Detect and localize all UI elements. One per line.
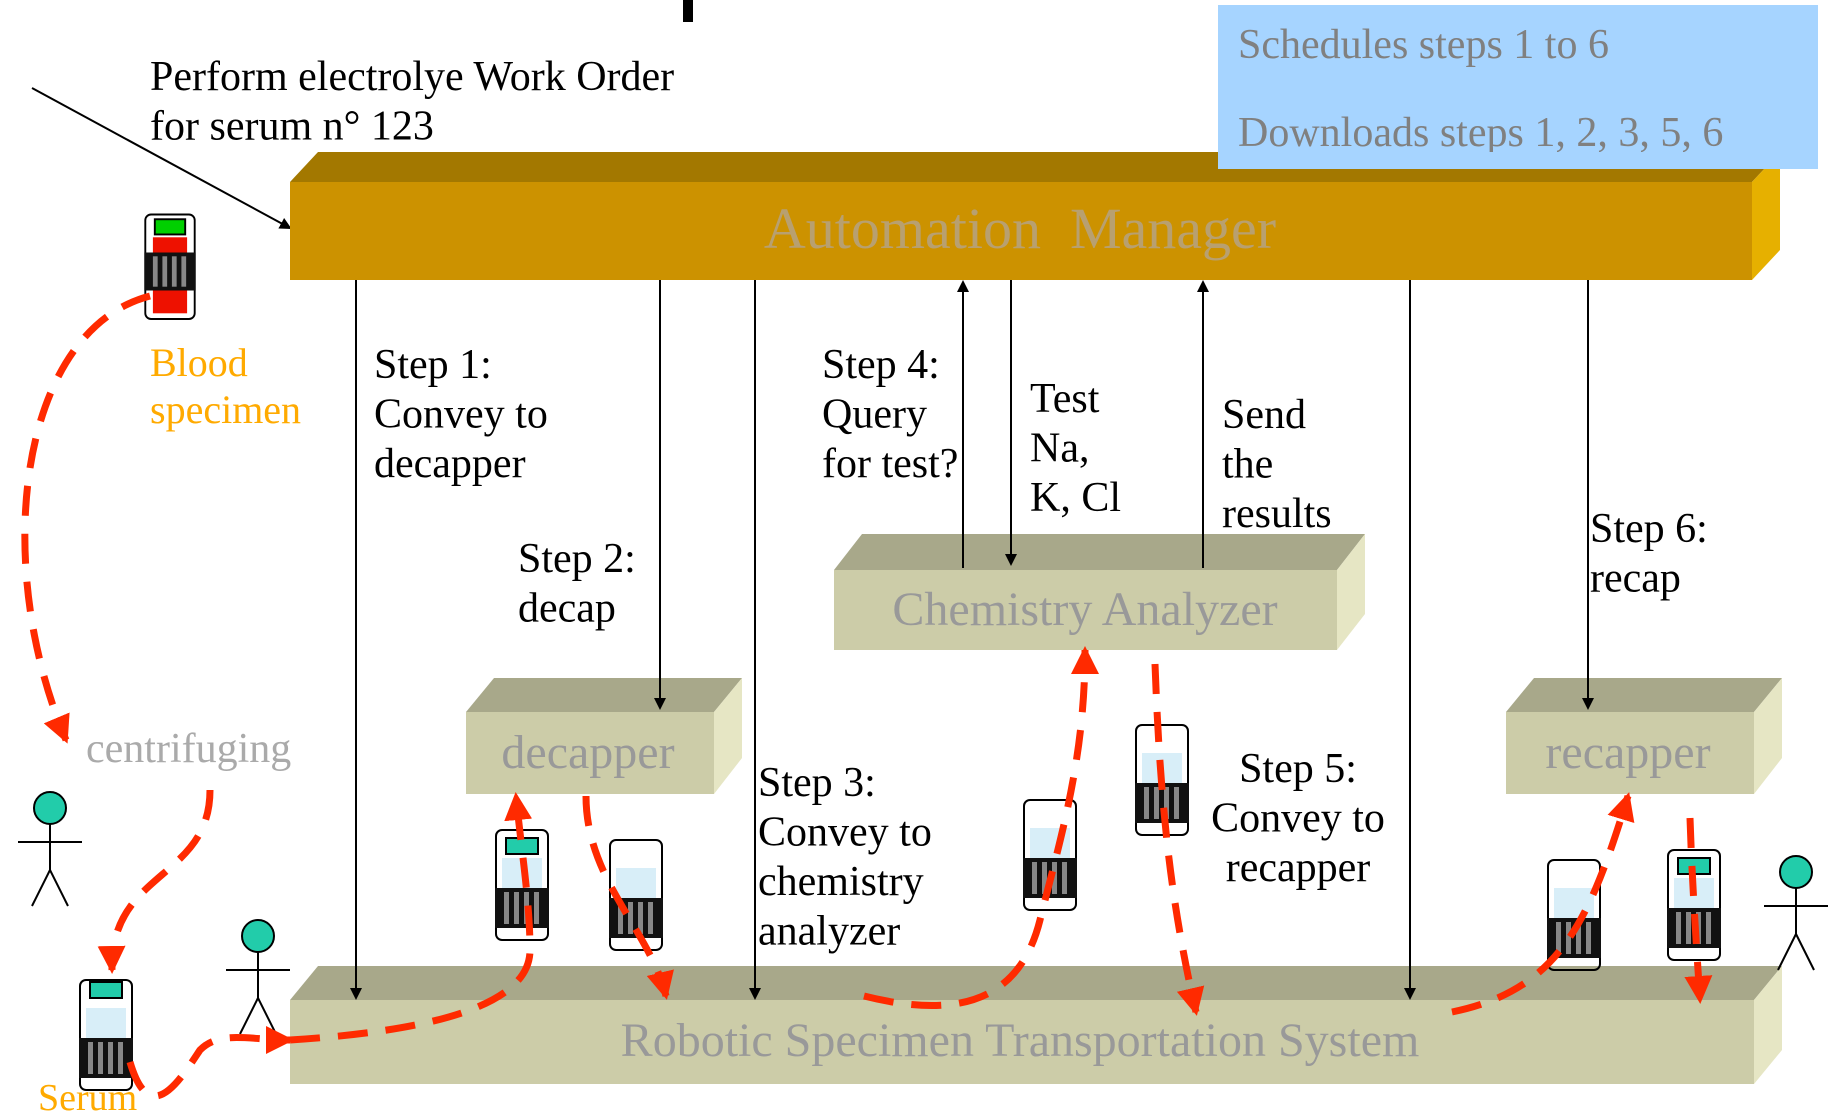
chemistry-analyzer: Chemistry Analyzer <box>834 534 1365 650</box>
flow-serum-to-transport <box>126 1025 294 1100</box>
specimen-flow <box>21 292 1713 1100</box>
transport-system-label: Robotic Specimen Transportation System <box>621 1014 1420 1067</box>
flow-recapper-to-transport <box>1684 817 1713 1004</box>
schedule-line-1: Schedules steps 1 to 6 <box>1238 22 1609 68</box>
specimen-tube-icon <box>144 213 196 320</box>
step6-label: Step 6:recap <box>1590 506 1708 602</box>
decapper: decapper <box>466 678 742 794</box>
automation-manager: Automation Manager <box>290 152 1780 280</box>
flow-transport-to-decapper <box>289 792 534 1044</box>
centrifuging-label: centrifuging <box>86 726 291 772</box>
recapper: recapper <box>1506 678 1782 794</box>
flow-transport-to-analyzer <box>863 646 1099 1009</box>
person-icon <box>1763 855 1829 971</box>
transport-system: Robotic Specimen Transportation System <box>290 966 1782 1084</box>
flow-centrifuge-to-serum <box>97 789 214 974</box>
person-icon <box>225 919 291 1035</box>
step2-label: Step 2:decap <box>518 536 636 632</box>
flow-blood-to-centrifuge <box>21 292 151 744</box>
specimen-tube-icon <box>78 979 134 1091</box>
serum-label: Serum <box>38 1077 137 1117</box>
work-order-arrow <box>31 87 292 229</box>
flow-analyzer-to-transport <box>1151 663 1205 1016</box>
decapper-label: decapper <box>501 726 674 779</box>
flow-transport-to-recapper <box>1451 792 1635 1016</box>
schedule-line-2: Downloads steps 1, 2, 3, 5, 6 <box>1238 110 1723 156</box>
schedule-info-box: Schedules steps 1 to 6 Downloads steps 1… <box>1218 5 1818 169</box>
flow-decapper-to-transport <box>582 795 674 1000</box>
recapper-label: recapper <box>1545 726 1710 779</box>
automation-manager-label: Automation Manager <box>764 196 1276 261</box>
person-icon <box>17 791 83 907</box>
chemistry-analyzer-label: Chemistry Analyzer <box>892 583 1277 636</box>
message-arrows <box>350 280 1594 1000</box>
title-fragment <box>683 0 693 22</box>
specimen-tube-icon <box>494 829 550 941</box>
